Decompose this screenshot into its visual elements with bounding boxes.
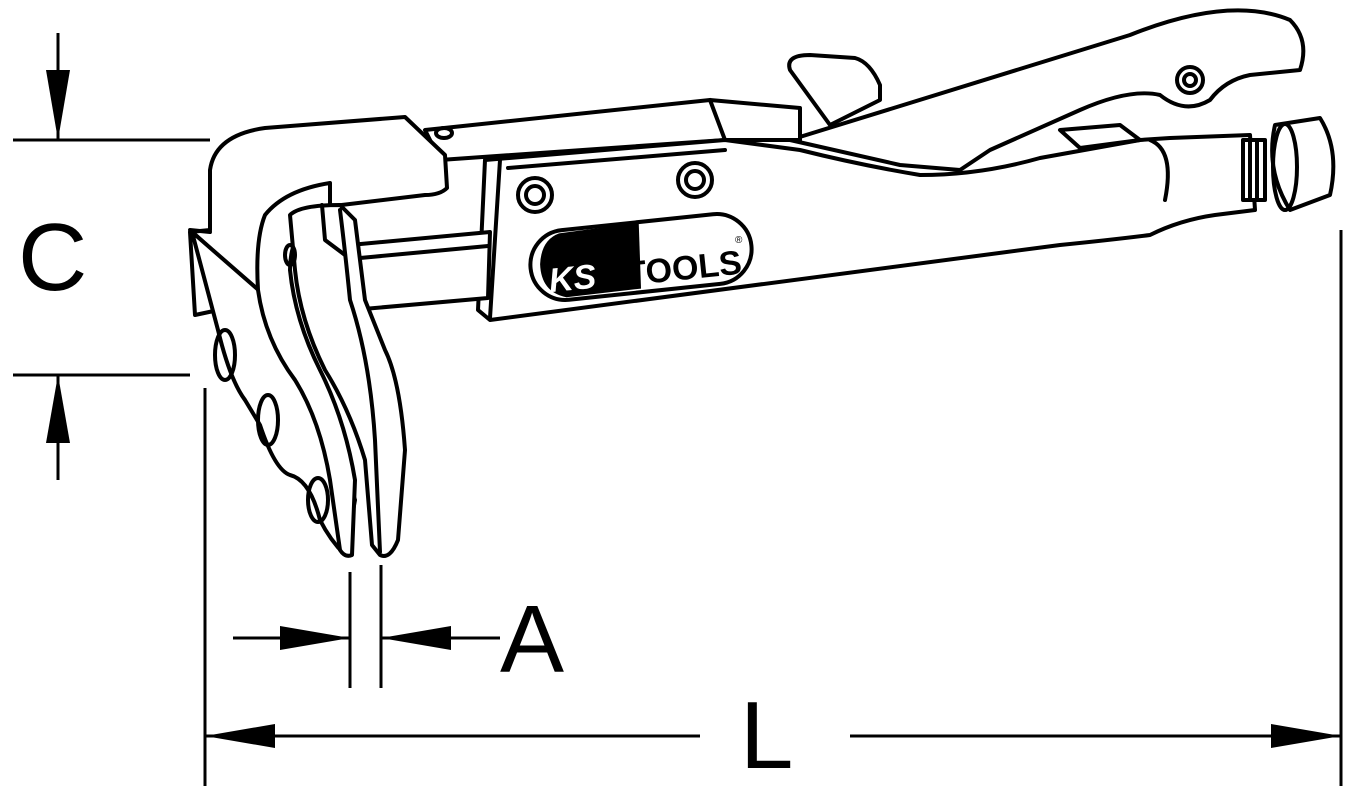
dimension-label-c: C	[18, 204, 87, 311]
dimension-c: C	[13, 33, 210, 480]
dimension-a: A	[233, 565, 564, 693]
dimension-label-l: L	[740, 682, 793, 789]
jaw-plates	[190, 181, 407, 558]
logo-ks: KS	[547, 257, 598, 300]
upper-handle	[787, 8, 1306, 172]
dimension-l: L	[203, 230, 1343, 789]
ks-tools-logo: KS TOOLS ®	[528, 212, 754, 302]
jaw-bar	[348, 230, 492, 312]
dimension-label-a: A	[500, 586, 564, 693]
logo-registered: ®	[735, 235, 743, 246]
